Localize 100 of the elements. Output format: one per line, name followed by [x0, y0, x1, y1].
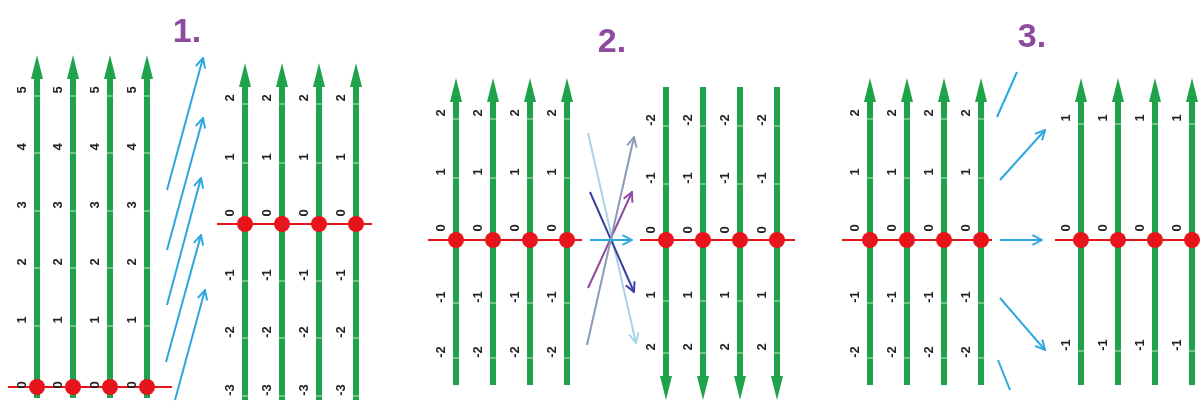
tick-number: -1: [433, 291, 447, 303]
tick-number: 1: [847, 168, 861, 176]
tick-number: -1: [333, 269, 347, 281]
tick-number: -3: [296, 384, 310, 396]
tick-number: 1: [921, 168, 935, 176]
tick-number: 0: [680, 226, 694, 234]
tick-number: 2: [680, 343, 694, 351]
tick-number: 1: [433, 168, 447, 176]
tick-number: -2: [259, 326, 273, 338]
tick-number: -2: [470, 346, 484, 358]
tick-number: 0: [544, 224, 558, 232]
tick-number: -3: [333, 384, 347, 396]
tick-number: 0: [1169, 224, 1183, 232]
tick-number: 5: [50, 86, 64, 94]
tick-number: 1: [643, 291, 657, 299]
tick-number: 2: [222, 94, 236, 102]
tick-number: -2: [680, 114, 694, 126]
tick-number: 0: [296, 209, 310, 217]
tick-number: 1: [507, 168, 521, 176]
tick-number: 0: [884, 224, 898, 232]
tick-number: 2: [754, 343, 768, 351]
tick-number: -2: [433, 346, 447, 358]
tick-number: -1: [1095, 339, 1109, 351]
tick-number: 2: [259, 94, 273, 102]
tick-number: 0: [333, 209, 347, 217]
tick-number: 1: [296, 153, 310, 161]
tick-number: 1: [754, 291, 768, 299]
panel-number: 1.: [172, 12, 202, 48]
tick-number: 1: [259, 153, 273, 161]
tick-number: 0: [847, 224, 861, 232]
tick-number: 0: [433, 224, 447, 232]
tick-number: -3: [222, 384, 236, 396]
tick-number: 2: [847, 109, 861, 117]
tick-number: 5: [87, 86, 101, 94]
tick-number: -1: [847, 291, 861, 303]
tick-number: 2: [470, 109, 484, 117]
tick-number: 4: [87, 143, 101, 151]
tick-number: 1: [717, 291, 731, 299]
tick-number: 1: [1132, 114, 1146, 122]
tick-number: -1: [507, 291, 521, 303]
tick-number: 1: [333, 153, 347, 161]
tick-number: -1: [717, 172, 731, 184]
tick-number: -2: [717, 114, 731, 126]
tick-number: 0: [1132, 224, 1146, 232]
tick-number: 0: [124, 381, 138, 389]
tick-number: 3: [50, 201, 64, 209]
tick-number: -1: [296, 269, 310, 281]
panel-number: 3.: [1017, 17, 1047, 53]
tick-number: -1: [680, 172, 694, 184]
tick-number: 2: [87, 258, 101, 266]
tick-number: 0: [222, 209, 236, 217]
tick-number: -1: [1132, 339, 1146, 351]
tick-number: 3: [87, 201, 101, 209]
tick-number: -1: [1058, 339, 1072, 351]
tick-number: 0: [921, 224, 935, 232]
tick-number: -2: [544, 346, 558, 358]
tick-number: 1: [884, 168, 898, 176]
tick-number: 1: [544, 168, 558, 176]
tick-number: -1: [1169, 339, 1183, 351]
tick-number: -2: [754, 114, 768, 126]
tick-number: 1: [680, 291, 694, 299]
tick-number: -2: [222, 326, 236, 338]
tick-number: -2: [507, 346, 521, 358]
tick-number: 0: [14, 381, 28, 389]
tick-number: -1: [222, 269, 236, 281]
tick-number: -2: [958, 346, 972, 358]
tick-number: 0: [50, 381, 64, 389]
tick-number: 2: [507, 109, 521, 117]
tick-number: -1: [754, 172, 768, 184]
tick-number: 2: [433, 109, 447, 117]
tick-number: 0: [958, 224, 972, 232]
tick-number: 0: [717, 226, 731, 234]
tick-number: 0: [643, 226, 657, 234]
tick-number: 2: [296, 94, 310, 102]
tick-number: 5: [14, 86, 28, 94]
tick-number: -2: [847, 346, 861, 358]
tick-number: -3: [259, 384, 273, 396]
tick-number: -1: [958, 291, 972, 303]
tick-number: 1: [222, 153, 236, 161]
tick-number: 1: [1095, 114, 1109, 122]
tick-number: 2: [717, 343, 731, 351]
tick-number: -1: [921, 291, 935, 303]
tick-number: -1: [544, 291, 558, 303]
tick-number: 3: [124, 201, 138, 209]
tick-number: 1: [1169, 114, 1183, 122]
tick-number: 4: [124, 143, 138, 151]
tick-number: 2: [958, 109, 972, 117]
tick-number: 1: [87, 316, 101, 324]
tick-number: -2: [884, 346, 898, 358]
tick-number: 1: [470, 168, 484, 176]
tick-number: 4: [50, 143, 64, 151]
tick-number: 2: [921, 109, 935, 117]
tick-number: 2: [14, 258, 28, 266]
tick-number: -1: [470, 291, 484, 303]
tick-number: 0: [470, 224, 484, 232]
tick-number: 0: [1058, 224, 1072, 232]
tick-number: 2: [643, 343, 657, 351]
tick-number: -1: [643, 172, 657, 184]
tick-number: 4: [14, 143, 28, 151]
tick-number: 0: [507, 224, 521, 232]
